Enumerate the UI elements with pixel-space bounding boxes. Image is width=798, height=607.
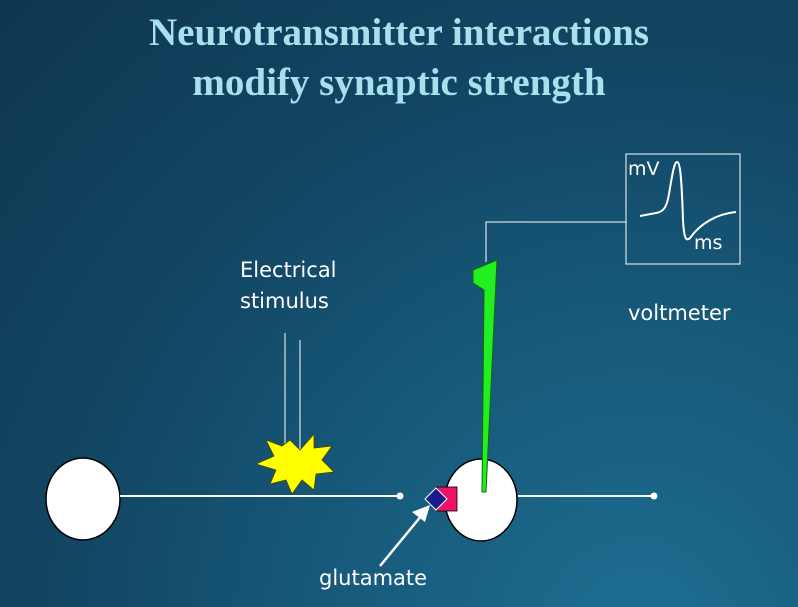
- stimulus-burst-icon: [254, 432, 335, 495]
- title-line-1: Neurotransmitter interactions: [148, 11, 650, 54]
- glutamate-label: glutamate: [319, 566, 428, 590]
- glutamate-arrow: [379, 514, 423, 567]
- slide-title: Neurotransmitter interactions modify syn…: [0, 8, 798, 108]
- voltmeter-x-unit: ms: [694, 232, 723, 254]
- title-line-2: modify synaptic strength: [192, 61, 606, 104]
- axon-terminal: [396, 492, 404, 500]
- glutamate-molecule: [424, 487, 448, 511]
- voltmeter-y-unit: mV: [628, 158, 660, 180]
- stimulus-label-line-2: stimulus: [240, 289, 329, 313]
- glutamate-arrow-head: [412, 505, 430, 522]
- stimulus-label-line-1: Electrical: [240, 258, 337, 282]
- voltmeter-display: [625, 153, 741, 265]
- stimulus-label: Electrical stimulus: [240, 255, 337, 317]
- action-potential-trace: [639, 160, 737, 241]
- postsynaptic-terminal: [650, 492, 658, 500]
- voltmeter-label: voltmeter: [628, 301, 731, 325]
- recording-electrode: [472, 259, 498, 493]
- presynaptic-neuron: [45, 457, 121, 541]
- recording-wire: [485, 221, 626, 262]
